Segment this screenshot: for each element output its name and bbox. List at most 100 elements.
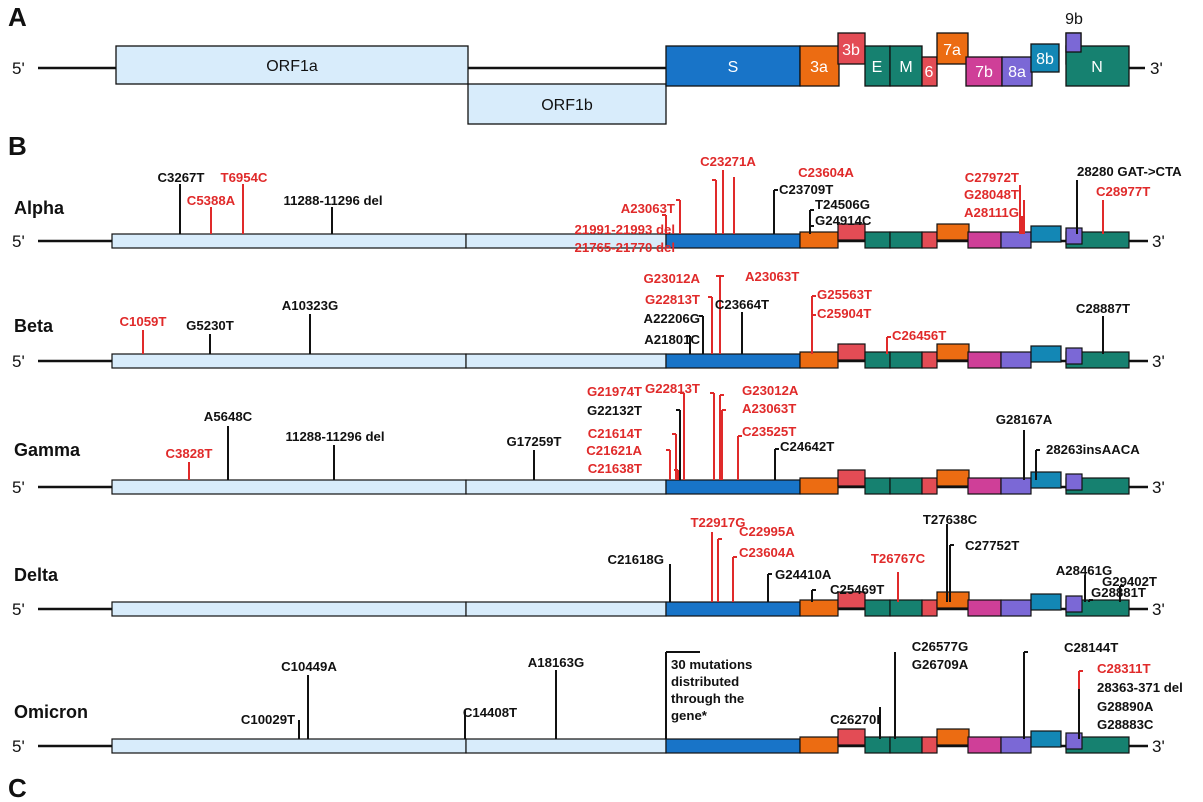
gene-orf6 [921, 477, 938, 495]
mutation-label: T22917G [691, 515, 746, 530]
three-prime-label: 3' [1150, 59, 1163, 78]
mutation-label: C28887T [1076, 301, 1130, 316]
gene-orf7a: 7a [936, 32, 969, 65]
mutation-marker: G26709A [894, 657, 969, 739]
gene-orf1a [111, 233, 467, 249]
mutation-label: C3828T [166, 446, 213, 461]
mutation-marker: C21614T [588, 426, 677, 480]
gene-m [889, 231, 923, 249]
mutation-label: G5230T [186, 318, 234, 333]
mutation-label: A28111G [964, 205, 1019, 220]
gene-orf8b: 8b [1030, 43, 1060, 73]
gene-e [864, 477, 891, 495]
mutation-label: C5388A [187, 193, 236, 208]
gene-orf1a [111, 479, 467, 495]
gene-orf9b-overlap [1065, 32, 1082, 53]
gene-orf7a [936, 728, 970, 746]
gene-orf7a [936, 469, 970, 487]
gene-orf8b [1030, 225, 1062, 243]
mutation-marker: C27752T [949, 538, 1019, 602]
gene-label-orf8a: 8a [1008, 64, 1026, 81]
gene-label-orf9b: 9b [1065, 11, 1083, 28]
mutation-marker: 28280 GAT->CTA [1076, 164, 1182, 234]
mutation-marker: C14408T [463, 705, 517, 739]
mutation-label: A28461G [1056, 563, 1112, 578]
gene-orf1b [465, 479, 667, 495]
mutation-marker: T27638C [923, 512, 978, 602]
gene-orf3a [799, 351, 839, 369]
gene-e [864, 736, 891, 754]
mutation-marker: C23709T [773, 182, 833, 234]
gene-s [665, 479, 801, 495]
gene-e: E [864, 45, 891, 87]
mutation-label: G23012A [644, 271, 701, 286]
gene-orf6 [921, 351, 938, 369]
mutation-label: C25469T [830, 582, 884, 597]
mutation-label: G28890A [1097, 699, 1154, 714]
mutation-label: G22132T [587, 403, 642, 418]
gene-orf1a [111, 738, 467, 754]
mutation-marker: G28167A [996, 412, 1053, 480]
mutation-marker: T26767C [871, 551, 926, 602]
gene-orf6 [921, 231, 938, 249]
mutation-label: C23664T [715, 297, 769, 312]
mutation-label: 11288-11296 del [286, 429, 385, 444]
mutation-label: C28977T [1096, 184, 1150, 199]
mutation-marker: C21618G [608, 552, 671, 602]
gene-label-s: S [728, 59, 739, 76]
gene-s [665, 601, 801, 617]
gene-orf9b [1065, 473, 1083, 491]
mutation-marker: A23063T [721, 401, 796, 480]
gene-label-orf6: 6 [925, 64, 934, 81]
gene-n: N [1065, 45, 1130, 87]
variant-name: Gamma [14, 440, 81, 460]
gene-label-orf8b: 8b [1036, 51, 1054, 68]
mutation-label: C14408T [463, 705, 517, 720]
mutation-marker: A10323G [282, 298, 338, 354]
mutation-label: C26456T [892, 328, 946, 343]
mutation-marker: C23525T [737, 424, 796, 480]
genome-map: 5' 3' ORF1a ORF1b S 3a 3b E [12, 11, 1163, 125]
five-prime-label: 5' [12, 478, 25, 497]
mutation-marker: C23271A [700, 154, 756, 234]
gene-m [889, 477, 923, 495]
gene-s [665, 233, 801, 249]
gene-orf3a [799, 477, 839, 495]
mutation-label: C23604A [739, 545, 795, 560]
mutation-marker: G24410A [767, 567, 832, 602]
gene-label-orf7a: 7a [943, 42, 961, 59]
mutation-label: G25563T [817, 287, 872, 302]
mutation-marker: C22995A [717, 524, 795, 602]
three-prime-label: 3' [1152, 737, 1165, 756]
gene-m [889, 599, 923, 617]
mutation-label: C26270I [830, 712, 880, 727]
gene-orf9b [1065, 347, 1083, 365]
mutation-marker: A22206G [644, 311, 704, 354]
gene-e [864, 231, 891, 249]
mutation-label: 21991-21993 del [575, 222, 675, 237]
mutation-marker: C5388A [187, 193, 236, 234]
gene-s [665, 738, 801, 754]
gene-orf3a: 3a [799, 45, 840, 87]
mutation-marker: C27972T [965, 170, 1021, 234]
mutation-label: C23525T [742, 424, 796, 439]
mutation-label: C23271A [700, 154, 756, 169]
mutation-marker: C24642T [774, 439, 834, 480]
mutation-marker: G28048T [964, 187, 1025, 234]
gene-orf1a [111, 601, 467, 617]
gene-orf3a [799, 599, 839, 617]
gene-orf3b [837, 728, 866, 746]
gene-orf7b [967, 599, 1002, 617]
mutation-label: G21974T [587, 384, 642, 399]
gene-orf9b [1065, 595, 1083, 613]
gene-orf8b [1030, 471, 1062, 489]
mutation-label: G22813T [645, 381, 700, 396]
mutation-marker: A5648C [204, 409, 253, 480]
mutation-marker: C21638T [588, 461, 679, 480]
mutation-label: G24410A [775, 567, 832, 582]
mutation-label: C27752T [965, 538, 1019, 553]
gene-orf3b [837, 343, 866, 361]
